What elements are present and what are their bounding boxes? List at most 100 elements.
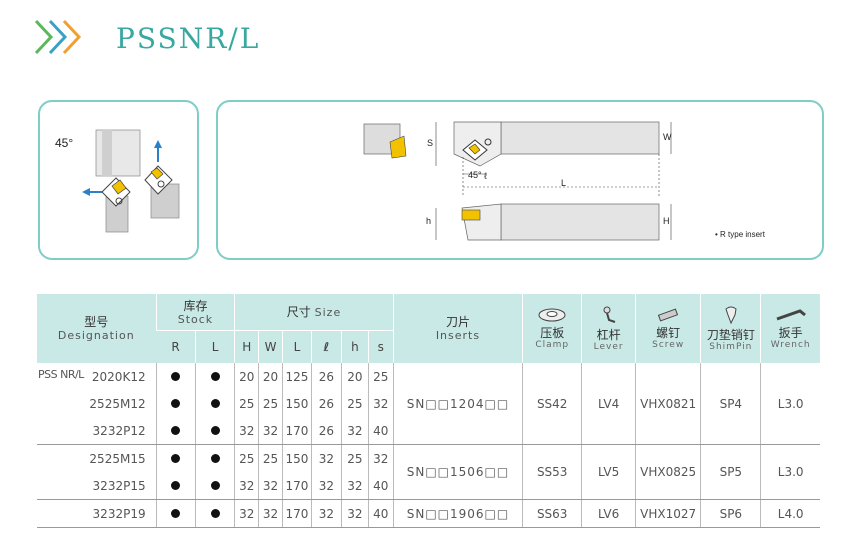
size-s-cell: 40 bbox=[367, 417, 394, 445]
size-lv-cell: 170 bbox=[281, 417, 312, 445]
screw-icon bbox=[658, 308, 679, 322]
size-s-cell: 40 bbox=[367, 472, 394, 500]
header-r: R bbox=[171, 340, 180, 354]
r-type-note: • R type insert bbox=[715, 230, 765, 239]
size-h-cell: 20 bbox=[340, 363, 369, 390]
lever-cell: LV6 bbox=[581, 499, 636, 528]
header-wrench: 扳手 Wrench bbox=[760, 294, 820, 363]
size-w-cell: 20 bbox=[258, 363, 283, 390]
size-w-cell: 25 bbox=[258, 444, 283, 472]
size-w-cell: 32 bbox=[258, 499, 283, 528]
stock-r-cell bbox=[155, 390, 196, 417]
screw-cell: VHX0821 bbox=[635, 363, 701, 445]
stock-dot-icon bbox=[171, 480, 181, 490]
stock-dot-icon bbox=[171, 398, 181, 408]
designation-cell: 2020K12 bbox=[91, 369, 146, 384]
dim-l-small-label: ℓ bbox=[484, 171, 487, 181]
orientation-panel: 45° bbox=[38, 100, 199, 260]
size-h-cell: 32 bbox=[340, 499, 369, 528]
size-s-cell: 32 bbox=[367, 444, 394, 472]
size-h-cell: 20 bbox=[234, 363, 259, 390]
size-lv-cell: 125 bbox=[281, 363, 312, 390]
dim-h-label: h bbox=[426, 216, 432, 226]
size-l-cell: 32 bbox=[310, 472, 342, 500]
shimpin-cell: SP6 bbox=[700, 499, 761, 528]
header-screw: 螺钉 Screw bbox=[635, 294, 701, 363]
header-stock: 库存 Stock bbox=[155, 294, 235, 331]
size-w-cell: 32 bbox=[258, 472, 283, 500]
stock-r-cell bbox=[155, 417, 196, 445]
stock-dot-icon bbox=[210, 371, 220, 381]
orientation-diagram bbox=[82, 129, 180, 233]
size-lv-cell: 170 bbox=[281, 499, 312, 528]
header-s: s bbox=[367, 330, 394, 363]
header-clamp: 压板 Clamp bbox=[522, 294, 582, 363]
size-s-cell: 25 bbox=[367, 363, 394, 390]
header-inserts: 刀片 Inserts bbox=[392, 294, 523, 363]
dim-s-label: S bbox=[427, 138, 434, 148]
stock-dot-icon bbox=[171, 508, 181, 518]
header-size: 尺寸 Size bbox=[234, 294, 394, 331]
designation-cell: 2525M12 bbox=[89, 396, 146, 411]
screw-cell: VHX1027 bbox=[635, 499, 701, 528]
stock-dot-icon bbox=[210, 508, 220, 518]
stock-l-cell bbox=[194, 444, 235, 472]
size-h-cell: 25 bbox=[234, 444, 259, 472]
wrench-cell: L4.0 bbox=[760, 499, 820, 528]
header-shimpin: 刀垫销钉 ShimPin bbox=[700, 294, 761, 363]
designation-cell: 3232P15 bbox=[37, 472, 157, 500]
shimpin-cell: SP5 bbox=[700, 444, 761, 500]
stock-l-cell bbox=[194, 499, 235, 528]
size-l-cell: 26 bbox=[310, 390, 342, 417]
stock-l-cell bbox=[194, 390, 235, 417]
designation-cell: 3232P19 bbox=[37, 499, 157, 528]
size-h-cell: 32 bbox=[234, 472, 259, 500]
size-lv-cell: 150 bbox=[281, 390, 312, 417]
wrench-icon bbox=[776, 309, 806, 321]
clamp-cell: SS63 bbox=[522, 499, 582, 528]
dim-height-label: H bbox=[663, 216, 670, 226]
size-l-cell: 26 bbox=[310, 363, 342, 390]
wrench-cell: L3.0 bbox=[760, 444, 820, 500]
size-lv-cell: 170 bbox=[281, 472, 312, 500]
size-w-cell: 25 bbox=[258, 390, 283, 417]
size-s-cell: 32 bbox=[367, 390, 394, 417]
lever-icon bbox=[603, 306, 615, 323]
chevron-logo-icon bbox=[34, 19, 82, 55]
lever-cell: LV4 bbox=[581, 363, 636, 445]
stock-l-cell bbox=[194, 472, 235, 500]
header-h-lower: h bbox=[340, 330, 369, 363]
page-title: PSSNR/L bbox=[116, 22, 261, 55]
header-w: W bbox=[258, 330, 283, 363]
stock-dot-icon bbox=[171, 425, 181, 435]
size-h-cell: 32 bbox=[340, 417, 369, 445]
dimension-diagram bbox=[363, 121, 672, 241]
screw-cell: VHX0825 bbox=[635, 444, 701, 500]
size-h-cell: 32 bbox=[340, 472, 369, 500]
dim-length-label: L bbox=[561, 178, 567, 188]
size-h-cell: 25 bbox=[234, 390, 259, 417]
dim-w-label: W bbox=[663, 132, 672, 142]
stock-dot-icon bbox=[210, 453, 220, 463]
header-designation: 型号 Designation bbox=[57, 315, 135, 342]
designation-prefix: PSS NR/L bbox=[38, 368, 84, 381]
dimension-panel: S W 45° ℓ L h H • R type insert bbox=[216, 100, 824, 260]
shimpin-icon bbox=[725, 306, 737, 325]
clamp-cell: SS42 bbox=[522, 363, 582, 445]
insert-cell: SN□□1204□□ bbox=[392, 363, 523, 445]
stock-dot-icon bbox=[171, 371, 181, 381]
stock-l-cell bbox=[194, 417, 235, 445]
stock-r-cell bbox=[155, 444, 196, 472]
stock-dot-icon bbox=[210, 425, 220, 435]
header-l: L bbox=[194, 330, 235, 363]
size-l-cell: 32 bbox=[310, 444, 342, 472]
insert-cell: SN□□1906□□ bbox=[392, 499, 523, 528]
stock-l-cell bbox=[194, 363, 235, 390]
stock-r-cell bbox=[155, 363, 196, 390]
